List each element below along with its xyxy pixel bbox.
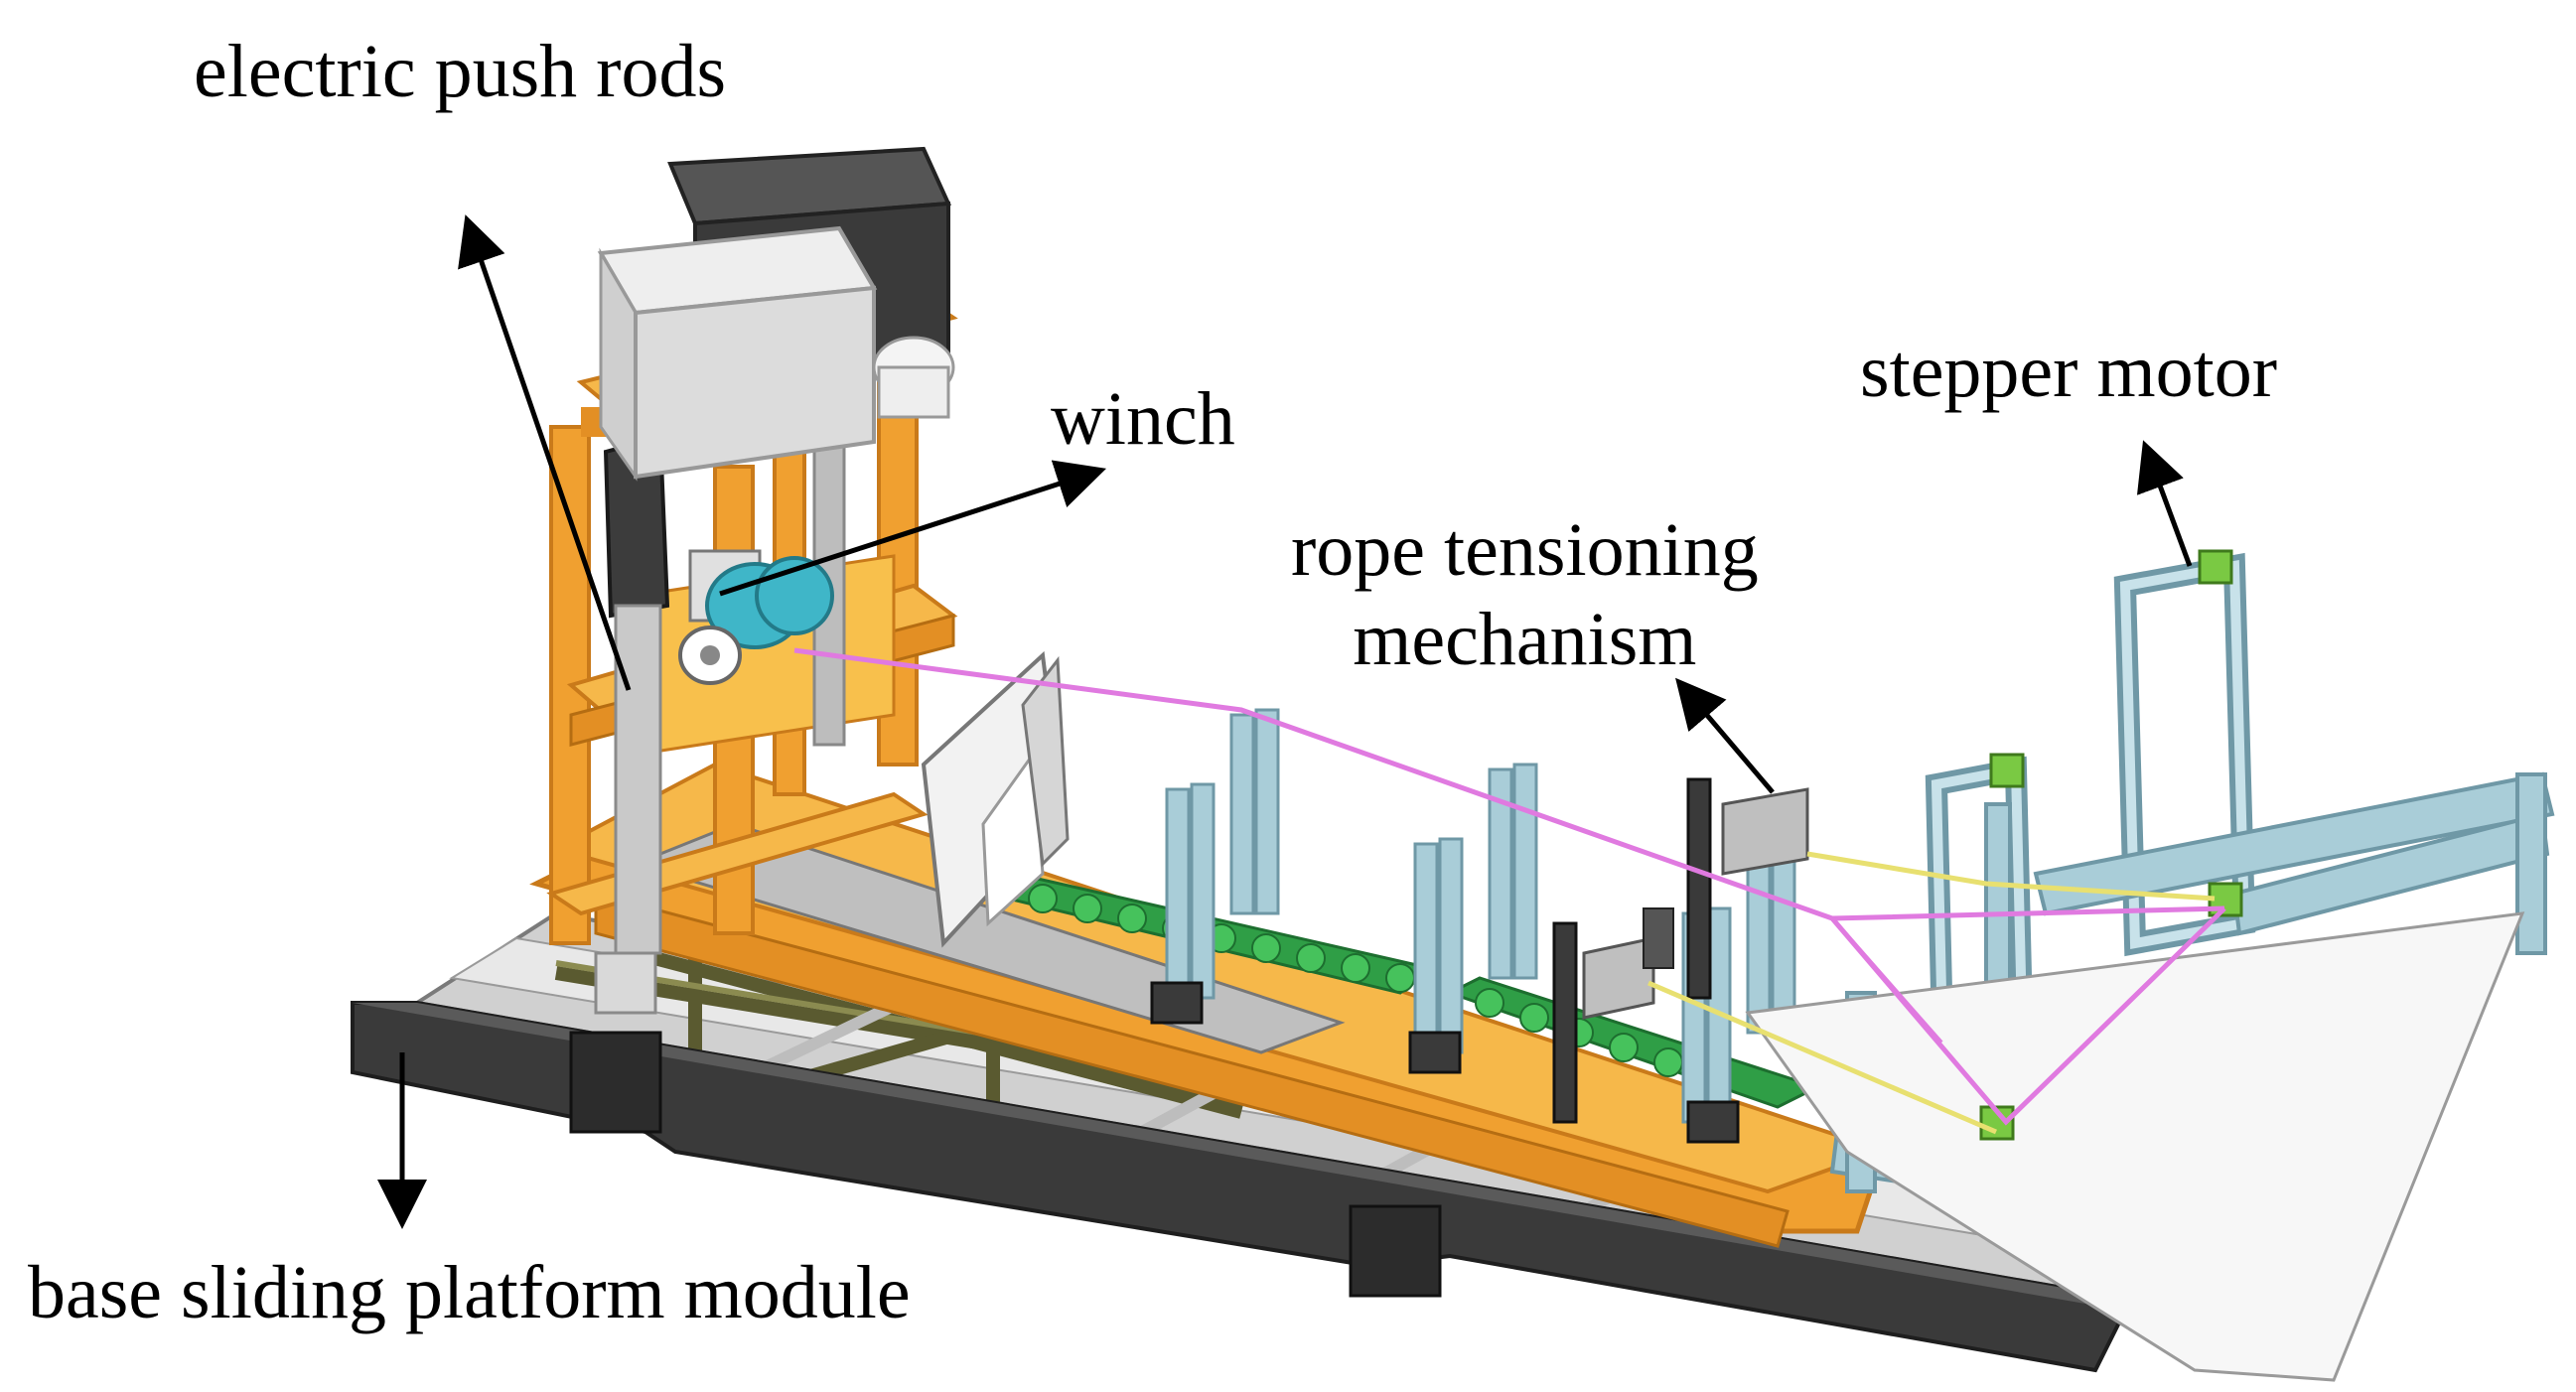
- arrow-electric-push-rods: [458, 214, 632, 691]
- arrow-winch: [719, 460, 1107, 597]
- control-boxes: [597, 146, 955, 482]
- label-rope-tensioning-mechanism: rope tensioning mechanism: [1291, 506, 1759, 684]
- callout-arrows: [377, 214, 2193, 1229]
- label-stepper-motor: stepper motor: [1860, 330, 2278, 413]
- membrane-sheet: [1745, 911, 2525, 1382]
- label-rope-tensioning-line2: mechanism: [1353, 597, 1697, 681]
- winch: [678, 549, 834, 685]
- ropes: [793, 647, 2226, 1135]
- dark-brackets: [1150, 777, 1740, 1144]
- rope-tensioning-mechanism: [1582, 787, 1809, 1020]
- arrow-stepper-motor: [2136, 440, 2193, 567]
- stepper-motors: [1979, 549, 2243, 1141]
- label-electric-push-rods: electric push rods: [194, 30, 727, 113]
- guide-plates: [921, 650, 1070, 948]
- electric-push-rod: [594, 415, 846, 1015]
- aluminium-uprights: [1165, 708, 1796, 1124]
- label-rope-tensioning-line1: rope tensioning: [1291, 508, 1759, 592]
- label-winch: winch: [1051, 377, 1235, 461]
- arrow-rope-tensioning: [1675, 677, 1775, 794]
- label-base-sliding-platform-module: base sliding platform module: [28, 1251, 911, 1334]
